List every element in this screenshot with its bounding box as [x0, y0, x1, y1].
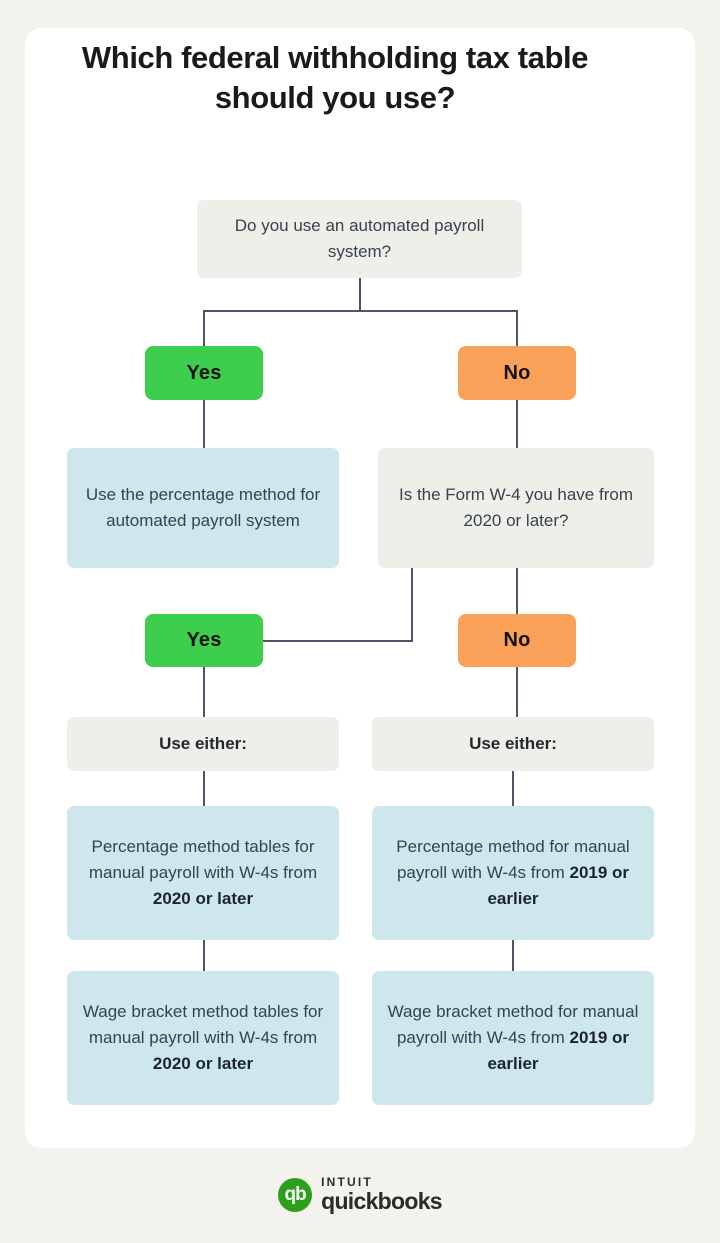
- connector-w4-to-no: [516, 568, 518, 614]
- result-right-percentage-method: Percentage method for manual payroll wit…: [372, 806, 654, 940]
- result-right-2-plain: Wage bracket method for manual payroll w…: [387, 1002, 639, 1047]
- result-right-1-emphasis: 2019 or earlier: [487, 863, 630, 908]
- connector-root-stem: [359, 278, 361, 310]
- quickbooks-mark-icon: qb: [278, 1177, 313, 1212]
- result-left-1-plain: Percentage method tables for manual payr…: [88, 837, 318, 882]
- result-left-2-plain: Wage bracket method tables for manual pa…: [82, 1002, 324, 1047]
- logo-quickbooks-text: quickbooks: [321, 1188, 443, 1214]
- branch-no-level2[interactable]: No: [458, 614, 576, 667]
- outcome-automated-payroll: Use the percentage method for automated …: [67, 448, 339, 568]
- connector-useeither-left-down: [203, 771, 205, 806]
- connector-useeither-right-down: [512, 771, 514, 806]
- connector-root-to-yes: [203, 310, 205, 346]
- result-left-wage-bracket: Wage bracket method tables for manual pa…: [67, 971, 339, 1105]
- connector-root-crossbar: [203, 310, 518, 312]
- root-question-box: Do you use an automated payroll system?: [197, 200, 522, 278]
- result-left-2-emphasis: 2020 or later: [152, 1054, 254, 1073]
- connector-result-right-down: [512, 940, 514, 971]
- question-form-w4: Is the Form W-4 you have from 2020 or la…: [378, 448, 654, 568]
- branch-yes-level1[interactable]: Yes: [145, 346, 263, 400]
- logo-intuit-text: INTUIT: [321, 1175, 373, 1189]
- result-right-wage-bracket: Wage bracket method for manual payroll w…: [372, 971, 654, 1105]
- use-either-left: Use either:: [67, 717, 339, 771]
- connector-result-left-down: [203, 940, 205, 971]
- use-either-right: Use either:: [372, 717, 654, 771]
- result-right-2-emphasis: 2019 or earlier: [487, 1028, 630, 1073]
- result-right-2-text: Wage bracket method for manual payroll w…: [382, 999, 644, 1077]
- result-left-1-emphasis: 2020 or later: [152, 889, 254, 908]
- connector-no2-down: [516, 667, 518, 717]
- connector-w4-to-yes-horizontal: [262, 640, 413, 642]
- connector-yes2-down: [203, 667, 205, 717]
- result-right-1-text: Percentage method for manual payroll wit…: [382, 834, 644, 912]
- result-left-percentage-method: Percentage method tables for manual payr…: [67, 806, 339, 940]
- result-left-1-text: Percentage method tables for manual payr…: [77, 834, 329, 912]
- result-right-1-plain: Percentage method for manual payroll wit…: [396, 837, 630, 882]
- logo-wordmark: INTUIT quickbooks: [321, 1175, 443, 1214]
- connector-yes1-down: [203, 400, 205, 448]
- branch-yes-level2[interactable]: Yes: [145, 614, 263, 667]
- connector-w4-to-yes-vertical: [411, 568, 413, 642]
- connector-no1-down: [516, 400, 518, 448]
- connector-root-to-no: [516, 310, 518, 346]
- page-title: Which federal withholding tax table shou…: [81, 40, 589, 115]
- quickbooks-logo: qb INTUIT quickbooks: [0, 1176, 720, 1213]
- result-left-2-text: Wage bracket method tables for manual pa…: [77, 999, 329, 1077]
- branch-no-level1[interactable]: No: [458, 346, 576, 400]
